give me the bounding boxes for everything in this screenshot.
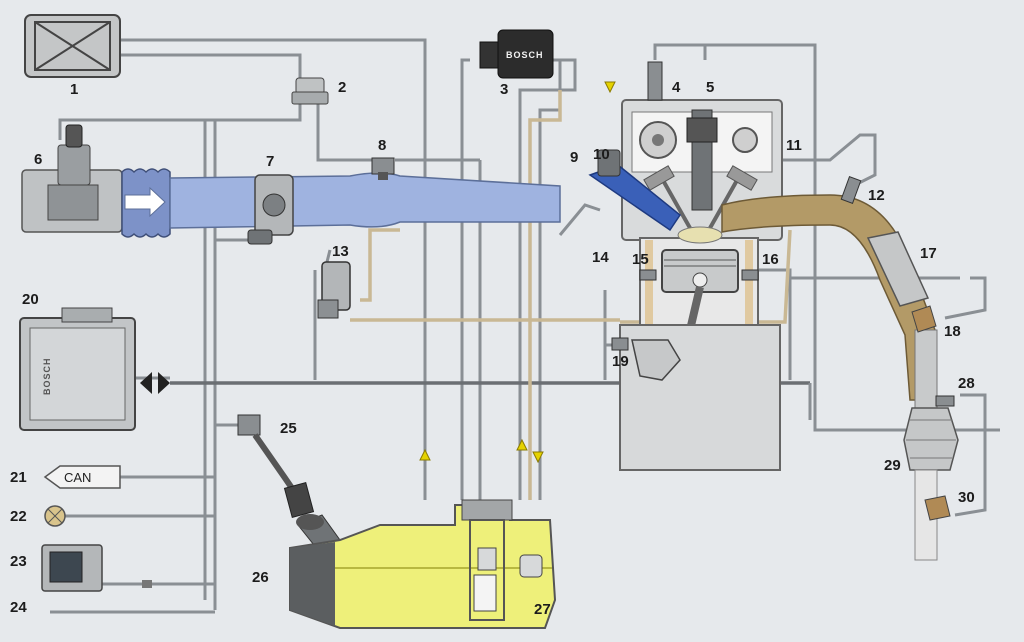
label-19: 19 bbox=[612, 353, 629, 370]
coil-brand-text: BOSCH bbox=[506, 50, 544, 60]
label-14: 14 bbox=[592, 249, 609, 266]
label-1: 1 bbox=[70, 81, 78, 98]
label-26: 26 bbox=[252, 569, 269, 586]
label-27: 27 bbox=[534, 601, 551, 618]
fuel-tank bbox=[289, 499, 557, 629]
component-3-ignition-coil: BOSCH bbox=[479, 29, 554, 79]
intake-tract bbox=[21, 124, 561, 245]
fuel-lines bbox=[350, 90, 792, 500]
label-3: 3 bbox=[500, 81, 508, 98]
label-30: 30 bbox=[958, 489, 975, 506]
label-24: 24 bbox=[10, 599, 27, 616]
fuel-injector bbox=[558, 149, 682, 236]
ecu-brand-text: BOSCH bbox=[42, 357, 52, 395]
label-15: 15 bbox=[632, 251, 649, 268]
label-22: 22 bbox=[10, 508, 27, 525]
label-8: 8 bbox=[378, 137, 386, 154]
label-18: 18 bbox=[944, 323, 961, 340]
component-1-canister bbox=[24, 14, 121, 78]
warning-lamp-icon bbox=[44, 505, 66, 527]
label-9: 9 bbox=[570, 149, 578, 166]
component-23-display bbox=[41, 544, 152, 592]
component-2-valve bbox=[291, 77, 329, 105]
diagnostic-connector-icon bbox=[140, 372, 170, 394]
label-6: 6 bbox=[34, 151, 42, 168]
component-20-ecu: BOSCH bbox=[19, 307, 136, 431]
component-25-accelerator-pedal bbox=[237, 414, 315, 518]
label-2: 2 bbox=[338, 79, 346, 96]
label-28: 28 bbox=[958, 375, 975, 392]
wiring-harness bbox=[50, 38, 1000, 614]
label-16: 16 bbox=[762, 251, 779, 268]
label-4: 4 bbox=[672, 79, 681, 96]
flow-arrows bbox=[419, 81, 616, 464]
label-29: 29 bbox=[884, 457, 901, 474]
component-13-valve bbox=[317, 261, 351, 319]
label-20: 20 bbox=[22, 291, 39, 308]
label-7: 7 bbox=[266, 153, 274, 170]
label-5: 5 bbox=[706, 79, 714, 96]
label-11: 11 bbox=[786, 137, 802, 154]
label-21: 21 bbox=[10, 469, 27, 486]
exhaust-system bbox=[721, 176, 959, 561]
label-17: 17 bbox=[920, 245, 937, 262]
engine bbox=[611, 61, 783, 471]
label-10: 10 bbox=[593, 146, 610, 163]
can-bus-tag: CAN bbox=[43, 465, 121, 489]
label-23: 23 bbox=[10, 553, 27, 570]
component-number-labels: 1 2 3 4 5 6 7 8 9 10 11 12 13 14 15 16 1… bbox=[10, 79, 975, 618]
label-13: 13 bbox=[332, 243, 349, 260]
label-12: 12 bbox=[868, 187, 885, 204]
can-label: CAN bbox=[64, 470, 91, 485]
label-25: 25 bbox=[280, 420, 297, 437]
